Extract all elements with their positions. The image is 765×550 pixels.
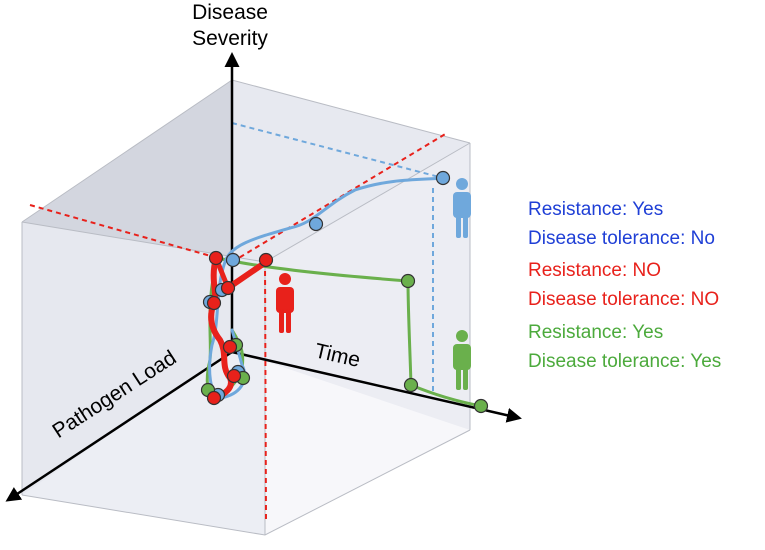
red-marker	[206, 295, 222, 311]
blue-marker	[435, 170, 451, 186]
y-axis-label-line1: Disease	[192, 1, 268, 24]
y-axis-label-line2: Severity	[192, 27, 268, 50]
blue-person-icon	[453, 178, 471, 238]
legend-green-resistance: Resistance: Yes	[528, 322, 664, 343]
blue-curve	[223, 176, 445, 264]
x-axis	[231, 350, 522, 423]
green-marker	[403, 377, 419, 393]
red-marker	[222, 339, 238, 355]
projection-lines	[29, 122, 448, 523]
green-curve	[216, 256, 483, 408]
red-person-icon	[276, 273, 294, 333]
axes	[5, 52, 522, 502]
red-dashed-line-diag	[29, 204, 233, 263]
red-dashed-line-up	[231, 132, 448, 263]
green-marker	[400, 273, 416, 289]
red-marker	[226, 368, 242, 384]
markers	[200, 170, 489, 414]
red-marker	[206, 390, 222, 406]
box	[21, 79, 471, 536]
blue-dashed-line-top	[231, 122, 444, 179]
legend-blue-tolerance: Disease tolerance: No	[528, 228, 715, 249]
red-curve	[208, 255, 269, 403]
red-marker	[220, 280, 236, 296]
green-marker	[473, 398, 489, 414]
legend-green-tolerance: Disease tolerance: Yes	[528, 351, 722, 372]
red-marker	[258, 252, 274, 268]
red-marker	[208, 250, 224, 266]
legend-red-tolerance: Disease tolerance: NO	[528, 289, 720, 310]
green-person-icon	[453, 330, 471, 390]
z-axis	[5, 350, 233, 502]
legend-blue-resistance: Resistance: Yes	[528, 199, 664, 220]
box-right-face	[265, 143, 470, 535]
blue-marker	[225, 252, 241, 268]
blue-marker	[308, 216, 324, 232]
red-dashed-line-vertical	[264, 261, 267, 523]
legend-red-resistance: Resistance: NO	[528, 260, 662, 281]
